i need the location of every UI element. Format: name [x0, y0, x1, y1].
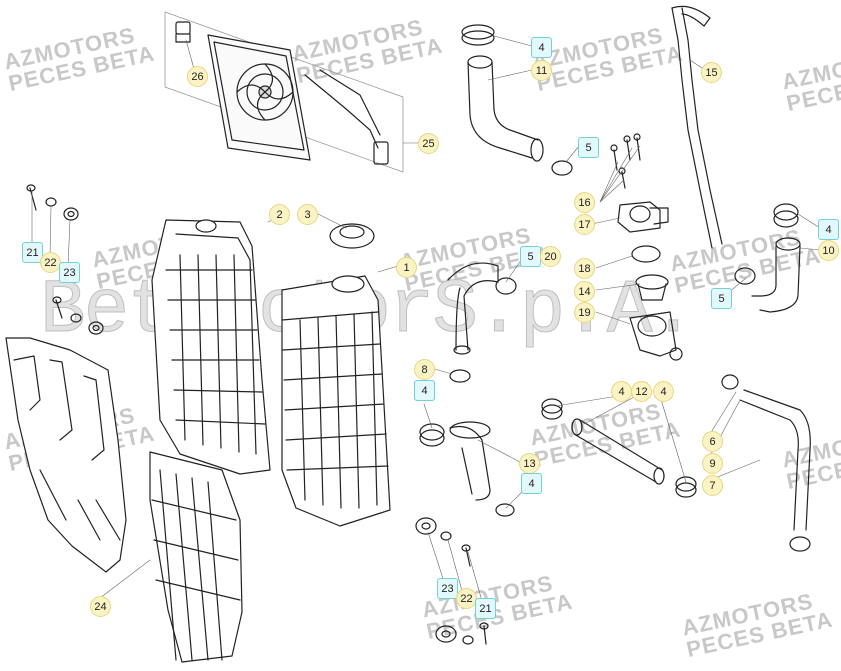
o-ring-18 [631, 245, 661, 263]
callout-23: 23 [437, 578, 458, 599]
callout-2: 2 [269, 204, 290, 225]
hose-11 [461, 24, 544, 162]
callout-17: 17 [574, 214, 595, 235]
clamps-center [419, 369, 515, 517]
clamp-5 [495, 160, 756, 390]
radiator-right [281, 223, 391, 527]
fan-assembly [164, 11, 404, 173]
callout-19: 19 [574, 302, 595, 323]
callout-25: 25 [418, 133, 439, 154]
callout-9: 9 [702, 453, 723, 474]
callout-5: 5 [711, 288, 732, 309]
callout-13: 13 [519, 453, 540, 474]
shroud-left [5, 337, 127, 573]
hose-20 [447, 262, 499, 355]
callout-20: 20 [540, 246, 561, 267]
hose-12 [541, 398, 697, 498]
callout-1: 1 [396, 257, 417, 278]
callout-21: 21 [475, 598, 496, 619]
hose-7 [739, 389, 811, 552]
callout-5: 5 [578, 137, 599, 158]
fasteners-bottom [415, 517, 489, 645]
callout-22: 22 [40, 252, 61, 273]
bolts-16 [610, 133, 641, 189]
callout-22: 22 [456, 588, 477, 609]
callout-10: 10 [818, 240, 839, 261]
callout-26: 26 [187, 66, 208, 87]
leader-lines [31, 35, 821, 609]
callout-8: 8 [414, 359, 435, 380]
callout-11: 11 [531, 60, 552, 81]
callout-4: 4 [611, 381, 632, 402]
callout-7: 7 [702, 475, 723, 496]
callout-5: 5 [520, 246, 541, 267]
callout-23: 23 [59, 262, 80, 283]
callout-4: 4 [653, 381, 674, 402]
callout-14: 14 [574, 281, 595, 302]
callout-4: 4 [414, 380, 435, 401]
hose-15 [671, 5, 723, 249]
callout-4: 4 [531, 37, 552, 58]
callout-4: 4 [521, 473, 542, 494]
thermostat-housing-17 [617, 201, 669, 233]
callout-3: 3 [297, 204, 318, 225]
callout-6: 6 [702, 431, 723, 452]
callout-21: 21 [22, 242, 43, 263]
radiator-left [151, 219, 271, 475]
hose-10 [751, 203, 801, 313]
callout-24: 24 [90, 596, 111, 617]
louver-grill [149, 451, 243, 663]
callout-18: 18 [574, 258, 595, 279]
callout-16: 16 [574, 192, 595, 213]
thermostat-14 [635, 274, 669, 301]
hose-13 [449, 421, 491, 501]
callout-15: 15 [701, 62, 722, 83]
callout-4: 4 [818, 219, 839, 240]
callout-12: 12 [631, 381, 652, 402]
fasteners-left [26, 184, 104, 335]
housing-19 [629, 311, 683, 361]
